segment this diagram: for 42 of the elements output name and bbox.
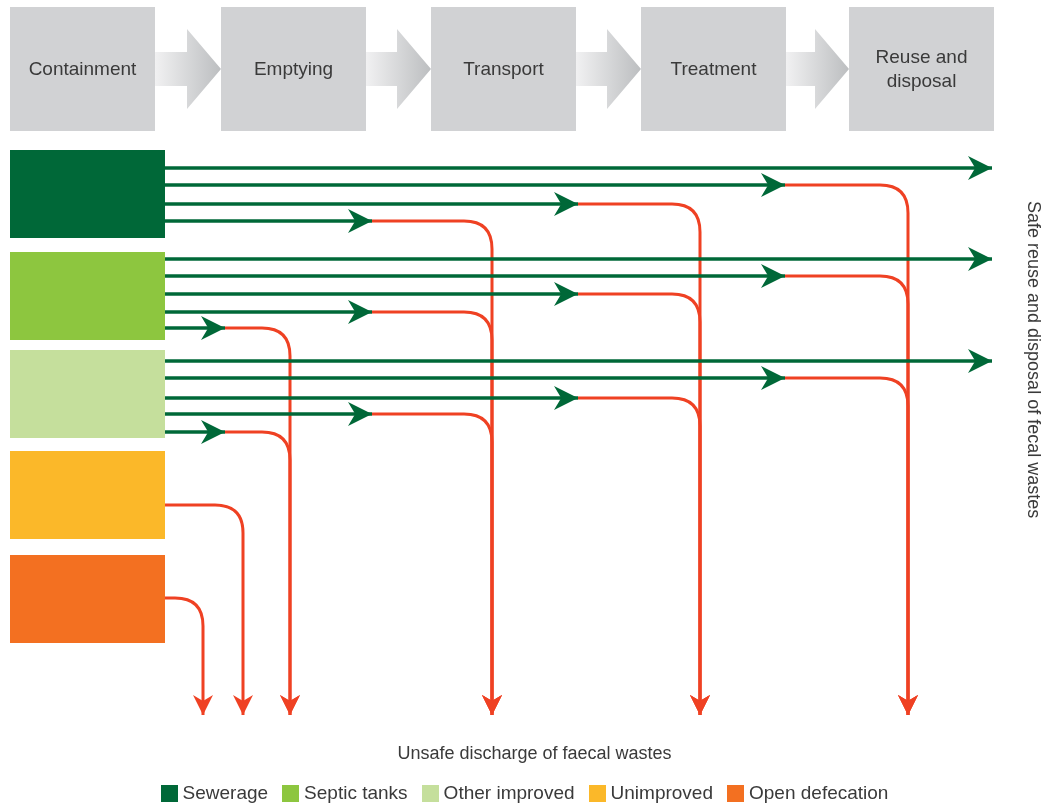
arrow <box>165 402 372 426</box>
arrow <box>165 503 253 715</box>
legend-label: Unimproved <box>610 782 713 804</box>
process-box <box>221 7 366 131</box>
process-box <box>431 7 576 131</box>
stage-label: Transport <box>463 57 544 81</box>
block-arrow <box>576 29 641 109</box>
arrow <box>165 192 578 216</box>
legend-label: Open defecation <box>749 782 889 804</box>
category-box <box>10 150 165 238</box>
legend-label: Septic tanks <box>304 782 408 804</box>
category-box <box>10 555 165 643</box>
caption-label: Unsafe discharge of faecal wastes <box>396 743 673 764</box>
arrow <box>165 173 785 197</box>
stage-label: Emptying <box>253 57 334 81</box>
arrow <box>165 264 785 288</box>
arrow <box>165 366 785 390</box>
legend-label: Other improved <box>443 782 575 804</box>
arrow <box>165 316 225 340</box>
process-box <box>10 7 155 131</box>
process-box <box>849 7 994 131</box>
process-box <box>641 7 786 131</box>
category-box <box>10 350 165 438</box>
block-arrow <box>366 29 431 109</box>
arrow <box>165 209 372 233</box>
block-arrow <box>786 29 849 109</box>
outcome-label: Safe reuse and disposal of fecal wastes <box>992 160 1044 560</box>
stage-label: Treatment <box>670 57 757 81</box>
arrow <box>165 596 213 715</box>
arrow <box>165 300 372 324</box>
arrow <box>165 247 992 271</box>
arrow <box>165 420 225 444</box>
arrow <box>165 282 578 306</box>
arrow <box>165 386 578 410</box>
category-box <box>10 252 165 340</box>
category-box <box>10 451 165 539</box>
arrow <box>165 156 992 180</box>
stage-label: Containment <box>28 57 137 81</box>
block-arrow <box>155 29 221 109</box>
stage-label: Reuse and disposal <box>874 45 969 93</box>
legend-label: Sewerage <box>182 782 269 804</box>
arrow <box>165 349 992 373</box>
